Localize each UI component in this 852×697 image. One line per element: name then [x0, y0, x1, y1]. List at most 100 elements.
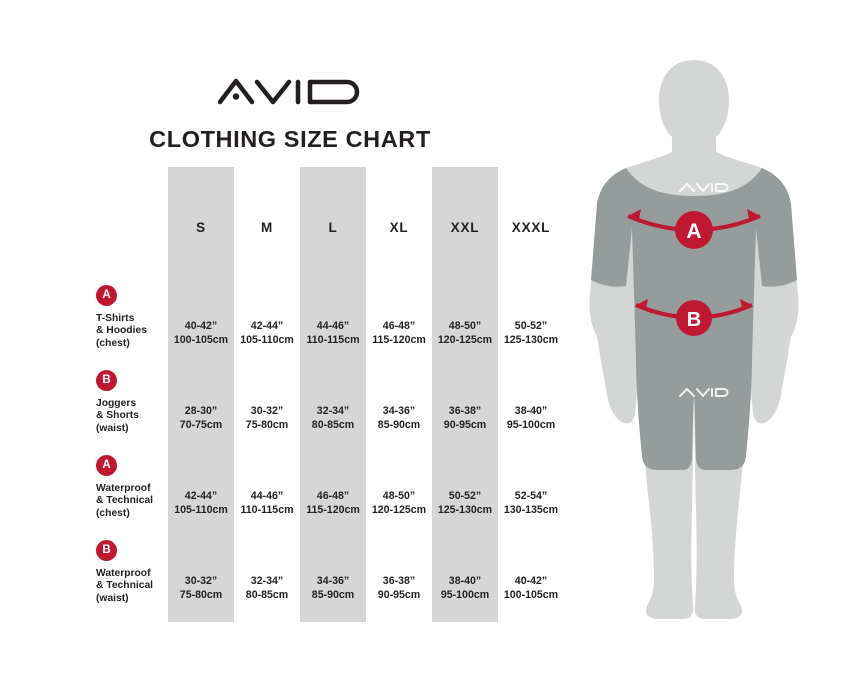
row-label-text: T-Shirts & Hoodies (chest): [96, 313, 147, 349]
table-cell: 32-34” 80-85cm: [300, 404, 366, 432]
size-header-s: S: [196, 220, 206, 235]
row-label-waterproof-waist: B Waterproof & Technical (waist): [96, 540, 166, 605]
cell-imperial: 34-36”: [382, 405, 416, 417]
cell-imperial: 50-52”: [448, 490, 482, 502]
table-cell: 40-42” 100-105cm: [498, 574, 564, 602]
row-label-text: Joggers & Shorts (waist): [96, 398, 139, 434]
mannequin-illustration: A B: [589, 60, 799, 619]
table-cell: 46-48” 115-120cm: [366, 319, 432, 347]
cell-imperial: 48-50”: [382, 490, 416, 502]
column-band-s: [168, 167, 234, 622]
arms-foreground: [591, 280, 797, 424]
row-label-text: Waterproof & Technical (chest): [96, 483, 154, 519]
cell-metric: 115-120cm: [372, 334, 426, 346]
table-row: B Waterproof & Technical (waist) 30-32” …: [96, 540, 580, 626]
size-header-xl: XL: [389, 220, 409, 235]
cell-metric: 80-85cm: [311, 419, 355, 431]
table-cell: 52-54” 130-135cm: [498, 489, 564, 517]
marker-badge-a: [675, 211, 713, 249]
table-cell: 50-52” 125-130cm: [432, 489, 498, 517]
cell-metric: 75-80cm: [179, 589, 223, 601]
cell-imperial: 38-40”: [448, 575, 482, 587]
cell-metric: 105-110cm: [174, 504, 228, 516]
cell-metric: 70-75cm: [179, 419, 223, 431]
measurement-figure: A B: [588, 58, 800, 628]
table-cell: 30-32” 75-80cm: [168, 574, 234, 602]
marker-label-a: A: [686, 220, 701, 243]
cell-metric: 125-130cm: [503, 334, 559, 346]
table-row: A T-Shirts & Hoodies (chest) 40-42” 100-…: [96, 285, 580, 371]
table-cell: 44-46” 110-115cm: [234, 489, 300, 517]
badge-marker: A: [96, 285, 117, 306]
table-cell: 34-36” 85-90cm: [366, 404, 432, 432]
cell-imperial: 40-42”: [514, 575, 548, 587]
marker-badge-b: [676, 300, 712, 336]
avid-logo: [217, 74, 363, 110]
garment-logo-chest: [679, 183, 729, 192]
tshirt-garment: [591, 168, 797, 364]
table-cell: 50-52” 125-130cm: [498, 319, 564, 347]
size-header-xxxl: XXXL: [511, 220, 551, 235]
cell-metric: 125-130cm: [437, 504, 493, 516]
measurement-arrow-a: A: [627, 209, 761, 249]
table-cell: 38-40” 95-100cm: [432, 574, 498, 602]
cell-metric: 115-120cm: [306, 504, 360, 516]
shorts-garment: [636, 345, 752, 470]
page-title: CLOTHING SIZE CHART: [149, 126, 431, 152]
table-cell: 32-34” 80-85cm: [234, 574, 300, 602]
cell-metric: 110-115cm: [240, 504, 294, 516]
measurement-arrow-b: B: [635, 299, 753, 336]
cell-imperial: 34-36”: [316, 575, 350, 587]
cell-metric: 120-125cm: [371, 504, 427, 516]
cell-imperial: 44-46”: [250, 490, 284, 502]
cell-metric: 100-105cm: [173, 334, 229, 346]
size-header-xxl: XXL: [450, 220, 480, 235]
cell-metric: 95-100cm: [506, 419, 556, 431]
avid-logo-icon: [217, 78, 359, 105]
badge-marker: B: [96, 540, 117, 561]
cell-imperial: 36-38”: [448, 405, 482, 417]
column-band-xxl: [432, 167, 498, 622]
table-cell: 42-44” 105-110cm: [168, 489, 234, 517]
cell-imperial: 46-48”: [316, 490, 350, 502]
row-label-joggers: B Joggers & Shorts (waist): [96, 370, 166, 435]
table-cell: 42-44” 105-110cm: [234, 319, 300, 347]
size-header-m: M: [260, 220, 274, 235]
column-band-l: [300, 167, 366, 622]
table-cell: 30-32” 75-80cm: [234, 404, 300, 432]
cell-imperial: 38-40”: [514, 405, 548, 417]
table-cell: 40-42” 100-105cm: [168, 319, 234, 347]
cell-imperial: 42-44”: [184, 490, 218, 502]
cell-metric: 85-90cm: [311, 589, 355, 601]
cell-metric: 120-125cm: [437, 334, 493, 346]
table-cell: 44-46” 110-115cm: [300, 319, 366, 347]
cell-metric: 105-110cm: [240, 334, 294, 346]
cell-imperial: 32-34”: [250, 575, 284, 587]
cell-imperial: 48-50”: [448, 320, 482, 332]
cell-metric: 100-105cm: [503, 589, 559, 601]
cell-imperial: 32-34”: [316, 405, 350, 417]
cell-imperial: 46-48”: [382, 320, 416, 332]
table-cell: 36-38” 90-95cm: [366, 574, 432, 602]
cell-imperial: 52-54”: [514, 490, 548, 502]
badge-marker: A: [96, 455, 117, 476]
table-cell: 48-50” 120-125cm: [366, 489, 432, 517]
table-cell: 28-30” 70-75cm: [168, 404, 234, 432]
size-header-row: S M L XL XXL XXXL: [96, 220, 580, 246]
cell-metric: 80-85cm: [245, 589, 289, 601]
table-cell: 36-38” 90-95cm: [432, 404, 498, 432]
cell-metric: 85-90cm: [377, 419, 421, 431]
badge-marker: B: [96, 370, 117, 391]
cell-imperial: 42-44”: [250, 320, 284, 332]
table-cell: 34-36” 85-90cm: [300, 574, 366, 602]
cell-imperial: 44-46”: [316, 320, 350, 332]
cell-metric: 130-135cm: [503, 504, 559, 516]
marker-label-b: B: [687, 309, 701, 331]
cell-imperial: 50-52”: [514, 320, 548, 332]
cell-imperial: 30-32”: [250, 405, 284, 417]
table-row: A Waterproof & Technical (chest) 42-44” …: [96, 455, 580, 541]
table-cell: 38-40” 95-100cm: [498, 404, 564, 432]
cell-imperial: 36-38”: [382, 575, 416, 587]
cell-imperial: 40-42”: [184, 320, 218, 332]
